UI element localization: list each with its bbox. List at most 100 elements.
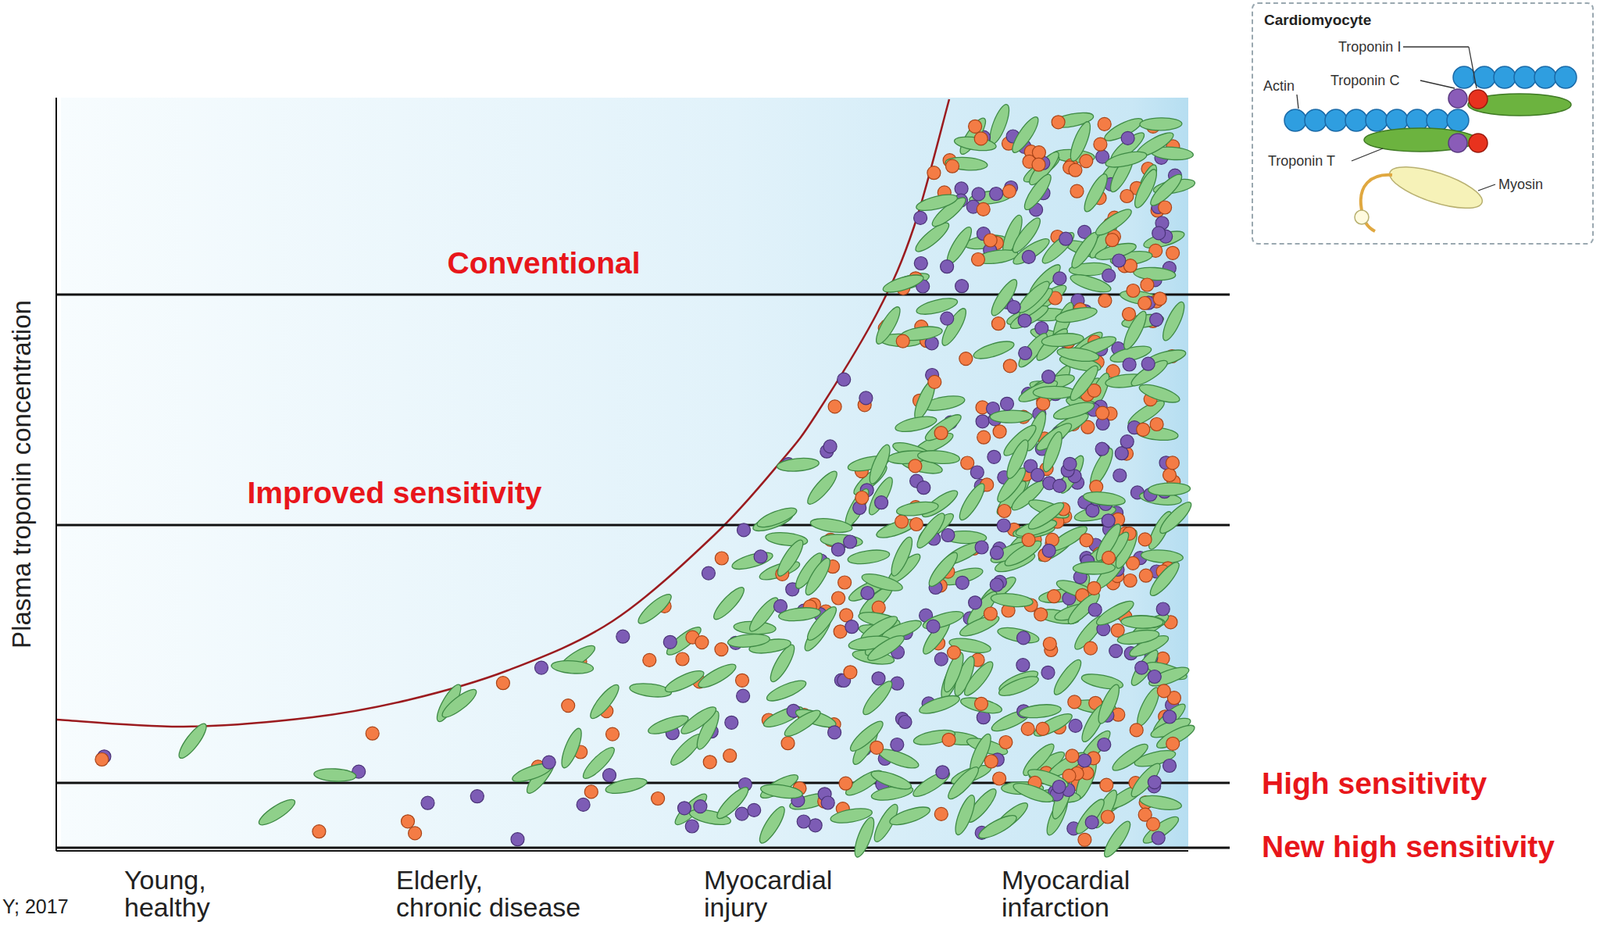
troponin-i-particle — [1097, 117, 1111, 131]
troponin-c-particle — [1088, 603, 1102, 617]
troponin-i-particle — [1120, 189, 1134, 204]
troponin-c-particle — [890, 738, 904, 752]
troponin-c-particle — [859, 391, 873, 405]
troponin-i-particle — [843, 665, 858, 679]
troponin-c-particle — [935, 765, 950, 779]
troponin-c-particle — [1018, 346, 1033, 361]
troponin-t-particle — [1128, 356, 1171, 390]
troponin-i-particle — [1067, 695, 1082, 709]
myosin-ball — [1354, 210, 1369, 225]
troponin-t-particle — [1010, 779, 1055, 807]
troponin-c-particle — [845, 620, 859, 634]
part-label: Actin — [1263, 78, 1295, 95]
troponin-c-particle — [1163, 710, 1177, 724]
troponin-i-particle — [1003, 359, 1017, 373]
troponin-t-particle — [1137, 381, 1182, 407]
troponin-c-particle — [1102, 268, 1116, 283]
troponin-i-particle — [1163, 468, 1177, 483]
troponin-i-particle — [561, 699, 575, 713]
troponin-t-particle — [760, 782, 804, 800]
troponin-t-particle — [921, 410, 965, 445]
leader-line — [1351, 148, 1383, 161]
troponin-i-particle — [974, 132, 988, 146]
troponin-t-particle — [1051, 399, 1096, 423]
troponin-c-particle — [1017, 314, 1032, 328]
troponin-c-particle — [917, 481, 931, 495]
troponin-t-particle — [710, 583, 749, 623]
troponin-c-particle — [955, 575, 969, 590]
troponin-t-particle — [678, 703, 720, 739]
troponin-t-particle — [1121, 615, 1164, 629]
troponin-i-particle — [1140, 278, 1154, 292]
troponin-c-particle — [796, 814, 811, 829]
troponin-c-particle — [1035, 321, 1049, 336]
troponin-i-particle — [1146, 817, 1161, 831]
troponin-c-particle — [1053, 478, 1067, 493]
category-label: Myocardial infarction — [1001, 866, 1130, 921]
part-label: Myosin — [1498, 176, 1543, 193]
troponin-c-particle — [987, 450, 1001, 464]
troponin-i-particle — [1122, 307, 1136, 322]
troponin-c-particle — [685, 819, 699, 833]
troponin-i-particle — [1032, 157, 1046, 172]
troponin-c-particle — [1113, 468, 1127, 483]
troponin-c-particle — [1017, 631, 1031, 645]
troponin-i-particle — [703, 755, 717, 769]
troponin-c-particle — [753, 550, 768, 564]
troponin-i-particle — [976, 202, 990, 216]
troponin-c-particle — [1052, 780, 1066, 794]
troponin-c-particle — [890, 676, 904, 690]
troponin-i-shape — [1468, 133, 1488, 153]
troponin-c-particle — [808, 818, 822, 833]
troponin-i-particle — [1042, 637, 1057, 651]
troponin-i-particle — [983, 607, 997, 621]
troponin-c-particle — [1063, 457, 1077, 471]
troponin-t-particle — [944, 763, 983, 803]
troponin-t-particle — [1025, 498, 1067, 533]
actin-bead — [1385, 109, 1408, 132]
troponin-i-particle — [695, 635, 709, 650]
troponin-t-particle — [1050, 656, 1086, 698]
troponin-t-particle — [1103, 148, 1148, 171]
troponin-t-particle — [860, 570, 904, 594]
troponin-t-particle — [850, 815, 878, 860]
troponin-i-particle — [1165, 456, 1179, 470]
troponin-t-particle — [1116, 627, 1161, 647]
part-label: Troponin T — [1267, 153, 1336, 170]
troponin-i-particle — [642, 653, 657, 667]
troponin-t-particle — [1067, 228, 1102, 272]
citation: Y; 2017 — [2, 895, 69, 918]
troponin-t-particle — [1071, 796, 1108, 837]
troponin-c-particle — [1085, 815, 1099, 829]
troponin-i-particle — [1123, 574, 1137, 588]
troponin-i-particle — [365, 726, 379, 740]
troponin-i-particle — [1158, 200, 1172, 215]
troponin-i-particle — [584, 785, 598, 799]
troponin-t-particle — [764, 676, 809, 705]
troponin-i-particle — [947, 646, 961, 660]
troponin-t-particle — [1127, 760, 1165, 801]
troponin-c-particle — [701, 566, 715, 580]
troponin-t-particle — [1039, 429, 1067, 474]
actin-bead — [1325, 109, 1347, 132]
troponin-t-particle — [1147, 482, 1191, 497]
troponin-c-particle — [1150, 313, 1164, 327]
troponin-t-particle — [1041, 332, 1085, 349]
troponin-t-particle — [803, 467, 842, 508]
troponin-t-particle — [1066, 119, 1094, 164]
troponin-t-particle — [846, 717, 887, 755]
troponin-t-particle — [914, 191, 959, 215]
threshold-label: Improved sensitivity — [246, 475, 542, 511]
troponin-t-particle — [989, 410, 1033, 424]
troponin-i-particle — [959, 352, 973, 366]
troponin-t-particle — [990, 591, 1034, 609]
troponin-i-particle — [675, 652, 690, 666]
troponin-c-particle — [871, 671, 886, 686]
troponin-t-particle — [938, 305, 971, 349]
troponin-t-particle — [895, 499, 940, 518]
leader-line — [1403, 46, 1469, 47]
troponin-c-particle — [1021, 250, 1036, 264]
category-label: Elderly, chronic disease — [396, 866, 581, 921]
troponin-t-particle — [887, 534, 917, 579]
part-label: Troponin C — [1330, 72, 1400, 90]
